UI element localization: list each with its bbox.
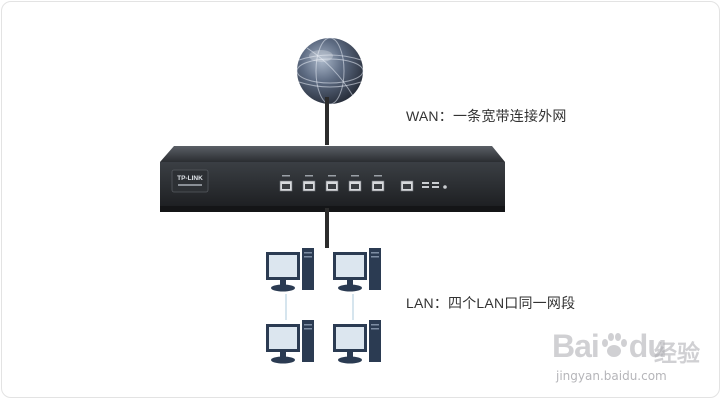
- router-logo: TP-LINK: [177, 175, 203, 182]
- watermark-cn: 经验: [654, 341, 700, 367]
- computer-icon: [266, 320, 314, 364]
- lan-cable: [325, 208, 329, 248]
- watermark-brand-left: Bai: [552, 328, 600, 364]
- watermark-url: jingyan.baidu.com: [556, 369, 667, 383]
- router-icon: TP-LINK: [160, 146, 505, 212]
- paw-icon: [601, 333, 627, 357]
- globe-icon: [296, 37, 364, 105]
- computer-icon: [333, 320, 381, 364]
- lan-computers: [266, 248, 381, 364]
- computer-icon: [333, 248, 381, 292]
- watermark-brand-right: du: [628, 328, 667, 364]
- baidu-watermark: Bai du 经验 jingyan.baidu.com: [548, 318, 718, 388]
- lan-label: LAN：四个LAN口同一网段: [406, 295, 576, 311]
- computer-icon: [266, 248, 314, 292]
- wan-cable: [325, 97, 329, 145]
- wan-label: WAN：一条宽带连接外网: [406, 108, 567, 124]
- watermark-brand: Bai du: [552, 328, 667, 365]
